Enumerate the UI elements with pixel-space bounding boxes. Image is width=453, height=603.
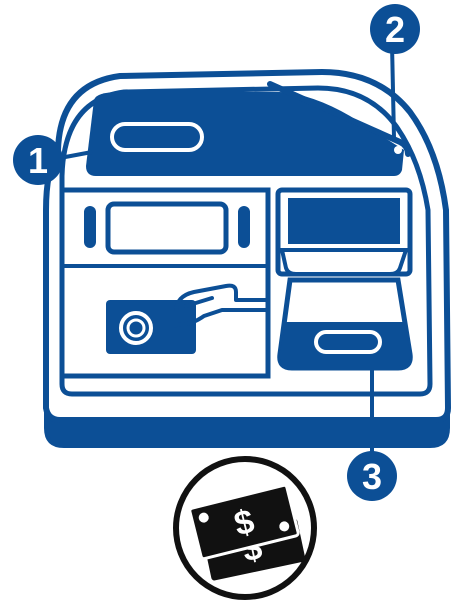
- right-panel: [278, 190, 410, 368]
- callout-3-badge: 3: [347, 451, 397, 501]
- display-right-indicator: [238, 206, 250, 248]
- callout-2-number: 2: [385, 9, 405, 50]
- cash-banknote-icon: $ $: [176, 459, 314, 597]
- display-left-indicator: [84, 206, 96, 248]
- cash-tray: [280, 322, 411, 366]
- callout-1-number: 1: [28, 140, 48, 181]
- right-screen-hood: [282, 250, 406, 274]
- lid-button: [394, 146, 402, 154]
- left-panel: [62, 190, 268, 376]
- callout-2-leader: [392, 44, 394, 138]
- callout-2-badge: 2: [370, 4, 420, 54]
- callout-3-number: 3: [362, 456, 382, 497]
- small-display: [108, 204, 226, 252]
- right-screen: [288, 198, 400, 244]
- callout-1-badge: 1: [13, 135, 63, 185]
